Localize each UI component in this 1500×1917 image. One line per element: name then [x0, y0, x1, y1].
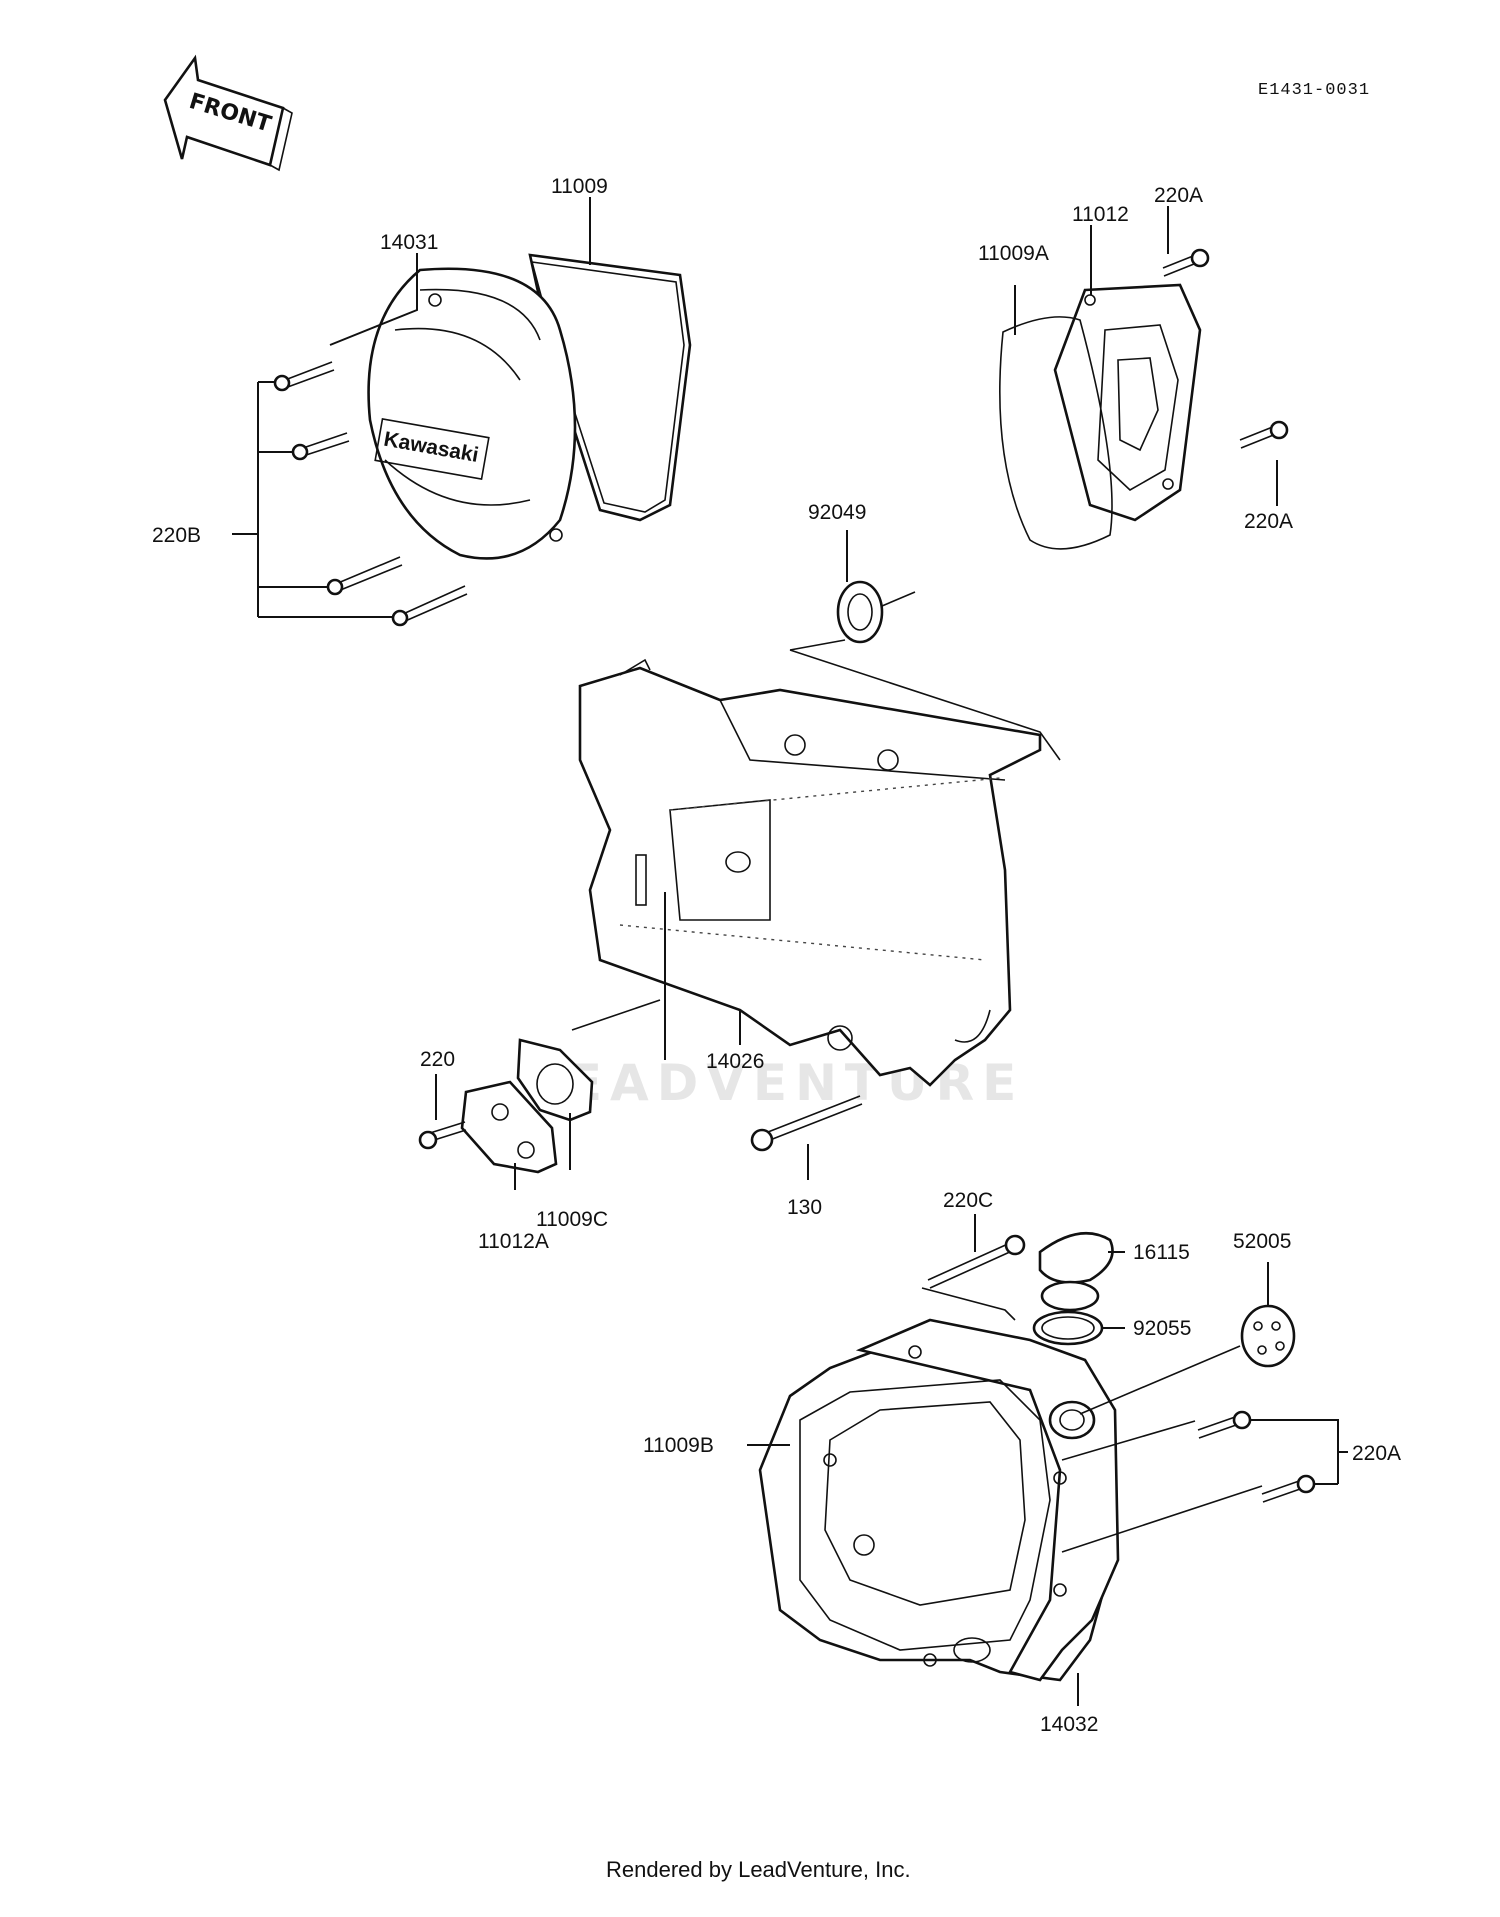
label-11009B: 11009B: [643, 1434, 714, 1457]
filler-cap-16115: [1038, 1232, 1114, 1312]
label-11012A: 11012A: [478, 1230, 549, 1253]
label-14026: 14026: [706, 1050, 764, 1073]
sprocket-cover-14026: [578, 639, 1061, 1087]
label-52005: 52005: [1233, 1230, 1291, 1253]
footer-credit: Rendered by LeadVenture, Inc.: [606, 1857, 911, 1882]
plate-11012A: [418, 999, 661, 1174]
label-11009C: 11009C: [536, 1208, 608, 1231]
plug-52005: [1240, 1304, 1296, 1368]
bolt-130: [750, 1095, 863, 1152]
bolts-220A-lower: [1197, 1410, 1348, 1503]
bolt-220C: [921, 1234, 1026, 1321]
label-220A-right: 220A: [1244, 510, 1293, 533]
label-220A-top: 220A: [1154, 184, 1203, 207]
label-11012: 11012: [1072, 203, 1129, 226]
label-220C: 220C: [943, 1189, 993, 1212]
label-92049: 92049: [808, 501, 866, 524]
clutch-cover-14032: [758, 1318, 1263, 1682]
cover-11012: [999, 248, 1289, 550]
label-220: 220: [420, 1048, 455, 1071]
label-14031: 14031: [380, 231, 438, 254]
front-arrow-icon: FRONT: [163, 54, 293, 172]
label-220A-bottom: 220A: [1352, 1442, 1401, 1465]
o-ring-92055: [1032, 1310, 1104, 1346]
label-16115: 16115: [1133, 1241, 1190, 1264]
label-220B: 220B: [152, 524, 201, 547]
label-11009: 11009: [551, 175, 608, 198]
label-11009A: 11009A: [978, 242, 1049, 265]
generator-cover-14031: Kawasaki: [367, 253, 692, 560]
label-92055: 92055: [1133, 1317, 1191, 1340]
bolts-220B: [232, 361, 468, 627]
oil-seal-92049: [836, 580, 916, 644]
label-130: 130: [787, 1196, 822, 1219]
label-14032: 14032: [1040, 1713, 1098, 1736]
leader-lines: [329, 197, 1278, 1706]
diagram-code: E1431-0031: [1258, 81, 1370, 100]
